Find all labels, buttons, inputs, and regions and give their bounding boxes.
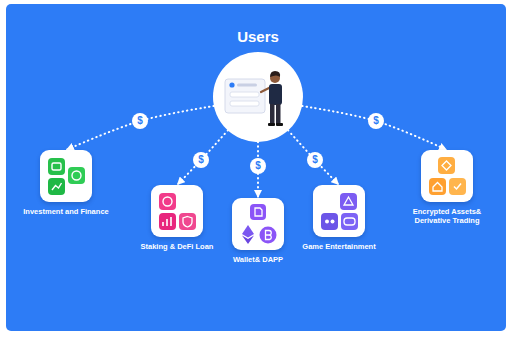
category-icons bbox=[232, 198, 284, 250]
category-icons bbox=[421, 150, 473, 202]
icon-tile bbox=[151, 185, 203, 237]
category-icons bbox=[40, 150, 92, 202]
category-tile: Wallet& DAPP bbox=[222, 198, 294, 264]
category-tile: Investment and Finance bbox=[10, 150, 122, 216]
flow-arrow bbox=[66, 106, 214, 150]
category-icons bbox=[151, 185, 203, 237]
category-label: Encrypted Assets& Derivative Trading bbox=[401, 207, 493, 225]
category-tile: Encrypted Assets& Derivative Trading bbox=[401, 150, 493, 225]
flow-arrow bbox=[288, 130, 339, 185]
coin-label: $ bbox=[250, 158, 266, 174]
category-label: Wallet& DAPP bbox=[222, 255, 294, 264]
coin-label: $ bbox=[132, 113, 148, 129]
category-tile: Game Entertainment bbox=[294, 185, 384, 251]
category-label: Game Entertainment bbox=[294, 242, 384, 251]
flow-arrow bbox=[302, 106, 447, 150]
user-hub: Users bbox=[203, 28, 313, 142]
icon-tile bbox=[232, 198, 284, 250]
icon-tile bbox=[313, 185, 365, 237]
hub-heading: Users bbox=[203, 28, 313, 46]
coin-label: $ bbox=[307, 152, 323, 168]
person-illustration bbox=[213, 52, 303, 142]
coin-label: $ bbox=[193, 152, 209, 168]
user-circle bbox=[213, 52, 303, 142]
category-label: Investment and Finance bbox=[10, 207, 122, 216]
category-tile: Staking & DeFi Loan bbox=[132, 185, 222, 251]
blue-panel bbox=[6, 4, 506, 331]
category-icons bbox=[313, 185, 365, 237]
category-label: Staking & DeFi Loan bbox=[132, 242, 222, 251]
coin-label: $ bbox=[368, 113, 384, 129]
icon-tile bbox=[40, 150, 92, 202]
icon-tile bbox=[421, 150, 473, 202]
flow-arrow bbox=[177, 130, 228, 185]
